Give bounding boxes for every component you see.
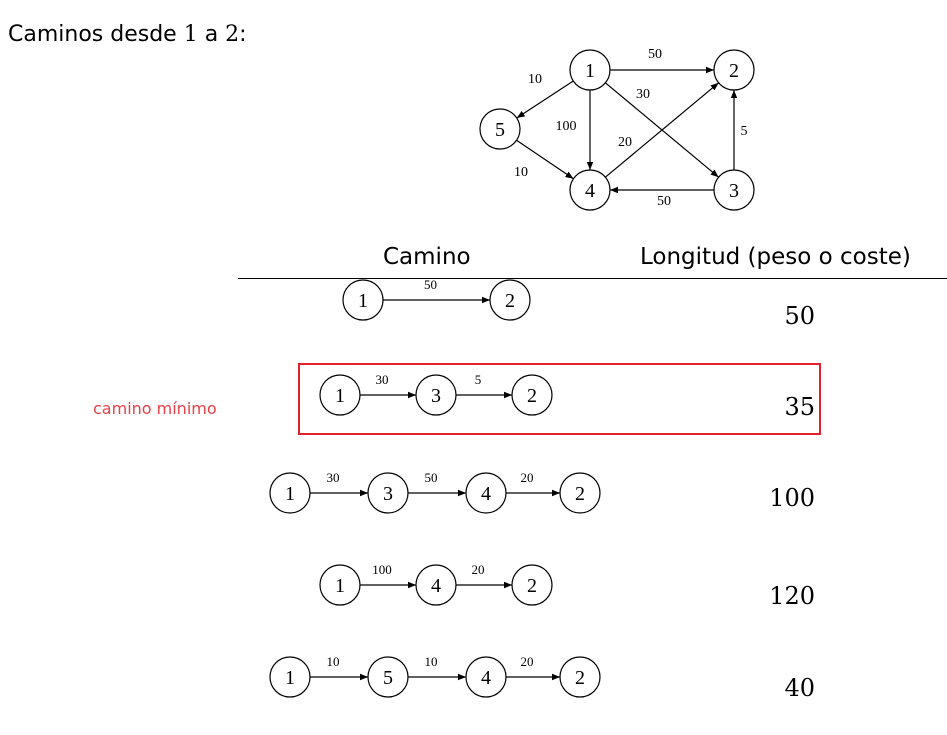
path-row-5-node-label-2: 5 xyxy=(383,667,393,689)
path-row-4-weight-1: 100 xyxy=(372,562,392,577)
page-title: Caminos desde 1 a 2: xyxy=(8,22,247,47)
title-to-node: 2 xyxy=(225,22,240,47)
path-row-4-node-3 xyxy=(511,564,553,606)
title-from-node: 1 xyxy=(183,22,198,47)
graph-node-2 xyxy=(713,49,755,91)
path-row-5-node-label-4: 2 xyxy=(575,667,585,689)
path-row-3-weight-1: 30 xyxy=(327,470,340,485)
path-row-4: 100 20 1 4 2 xyxy=(319,562,553,606)
graph-node-label-3: 3 xyxy=(729,180,739,202)
path-length-2: 35 xyxy=(784,393,815,421)
edge-weight-1-5: 10 xyxy=(528,72,542,87)
title-prefix: Caminos desde xyxy=(8,22,184,47)
column-header-path: Camino xyxy=(383,244,471,270)
path-row-5-node-2 xyxy=(367,656,409,698)
shortest-path-note: camino mínimo xyxy=(93,399,217,418)
column-header-length: Longitud (peso o coste) xyxy=(640,244,911,270)
edge-weight-1-3: 30 xyxy=(636,87,650,102)
graph-node-1 xyxy=(569,49,611,91)
path-row-3-node-3 xyxy=(465,472,507,514)
path-row-1-weight-1: 50 xyxy=(424,277,437,292)
path-row-3-node-label-2: 3 xyxy=(383,483,393,505)
path-row-1-node-2 xyxy=(489,279,531,321)
path-row-3-node-label-3: 4 xyxy=(481,483,491,505)
edge-weight-1-4: 100 xyxy=(556,119,577,134)
path-row-1: 50 1 2 xyxy=(342,277,531,321)
path-row-3-weight-3: 20 xyxy=(521,470,534,485)
path-row-3-node-label-1: 1 xyxy=(285,483,295,505)
path-row-5-weight-1: 10 xyxy=(327,654,340,669)
path-length-4: 120 xyxy=(769,582,815,610)
path-row-1-node-label-2: 2 xyxy=(505,290,515,312)
edge-weight-4-2: 20 xyxy=(618,135,632,150)
path-row-3-node-2 xyxy=(367,472,409,514)
edge-weight-5-4: 10 xyxy=(514,165,528,180)
edge-weight-3-4: 50 xyxy=(657,194,671,209)
path-row-1-node-1 xyxy=(342,279,384,321)
path-row-4-node-label-3: 2 xyxy=(527,575,537,597)
path-row-5-node-label-1: 1 xyxy=(285,667,295,689)
path-row-1-node-label-1: 1 xyxy=(358,290,368,312)
header-rule xyxy=(238,278,947,279)
path-row-5-weight-2: 10 xyxy=(425,654,438,669)
edge-5-4 xyxy=(516,139,574,180)
path-length-1: 50 xyxy=(784,302,815,330)
edge-weight-3-2: 5 xyxy=(741,124,748,139)
path-row-5-node-3 xyxy=(465,656,507,698)
path-row-5-weight-3: 20 xyxy=(521,654,534,669)
graph-node-label-2: 2 xyxy=(729,60,739,82)
graph-node-label-5: 5 xyxy=(495,119,505,141)
path-length-3: 100 xyxy=(769,484,815,512)
path-row-4-node-label-2: 4 xyxy=(431,575,441,597)
path-row-3-node-label-4: 2 xyxy=(575,483,585,505)
path-length-5: 40 xyxy=(784,674,815,702)
graph-node-label-1: 1 xyxy=(585,60,595,82)
edge-1-5 xyxy=(516,80,574,119)
title-mid: a xyxy=(197,22,226,47)
graph-node-label-4: 4 xyxy=(585,180,595,202)
path-row-4-weight-2: 20 xyxy=(472,562,485,577)
path-row-3: 30 50 20 1 3 4 2 xyxy=(269,470,601,514)
title-suffix: : xyxy=(239,22,247,47)
path-row-5-node-1 xyxy=(269,656,311,698)
graph-node-3 xyxy=(713,169,755,211)
edge-weight-1-2: 50 xyxy=(648,47,662,62)
path-row-4-node-1 xyxy=(319,564,361,606)
graph-node-5 xyxy=(479,108,521,150)
path-row-5-node-label-3: 4 xyxy=(481,667,491,689)
path-row-3-node-4 xyxy=(559,472,601,514)
shortest-path-highlight xyxy=(298,363,821,435)
path-row-3-node-1 xyxy=(269,472,311,514)
edge-4-2 xyxy=(604,82,720,178)
path-row-5-node-4 xyxy=(559,656,601,698)
path-row-4-node-label-1: 1 xyxy=(335,575,345,597)
graph-node-4 xyxy=(569,169,611,211)
path-row-3-weight-2: 50 xyxy=(425,470,438,485)
graph-diagram: 50 30 10 100 10 20 5 50 1 2 3 4 5 xyxy=(479,47,755,211)
path-row-5: 10 10 20 1 5 4 2 xyxy=(269,654,601,698)
path-row-4-node-2 xyxy=(415,564,457,606)
